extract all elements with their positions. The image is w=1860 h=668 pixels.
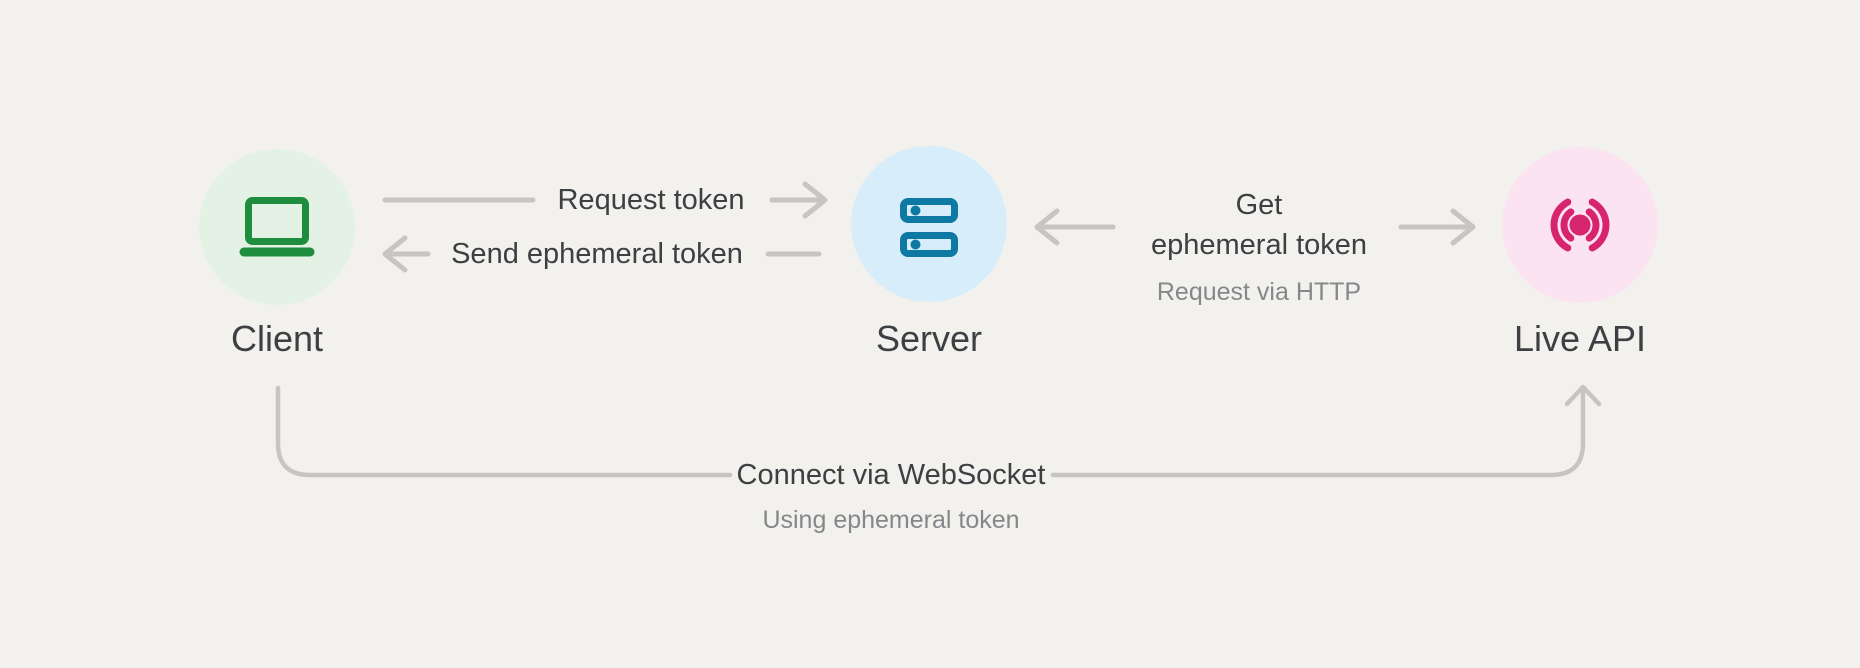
laptop-icon — [239, 197, 315, 257]
get-ephemeral-token-label-line2: ephemeral token — [1150, 229, 1368, 261]
node-live-api-label: Live API — [1513, 318, 1647, 359]
get-ephemeral-token-label-line1: Get — [1235, 189, 1283, 221]
send-ephemeral-token-label: Send ephemeral token — [451, 238, 743, 270]
broadcast-icon — [1550, 198, 1610, 252]
send-token-arrow-left-icon — [382, 235, 431, 273]
node-live-api — [1502, 147, 1658, 303]
get-ephemeral-token-label: Get ephemeral token — [1151, 185, 1367, 265]
websocket-arrow-up-icon — [1564, 384, 1602, 407]
connect-via-websocket-label: Connect via WebSocket — [736, 459, 1046, 491]
server-stack-icon — [900, 198, 958, 257]
node-client-label: Client — [230, 318, 324, 359]
node-server — [851, 146, 1007, 302]
websocket-connector-right — [1050, 389, 1586, 478]
get-token-arrow-left-icon — [1034, 208, 1116, 246]
node-server-label: Server — [875, 318, 983, 359]
node-client — [199, 149, 355, 305]
request-token-arrow-right-icon — [769, 181, 828, 219]
request-via-http-sublabel: Request via HTTP — [1156, 278, 1362, 306]
request-token-label: Request token — [557, 184, 745, 216]
websocket-connector-left — [275, 385, 733, 478]
using-ephemeral-token-sublabel: Using ephemeral token — [762, 506, 1020, 534]
get-token-arrow-right-icon — [1398, 208, 1476, 246]
